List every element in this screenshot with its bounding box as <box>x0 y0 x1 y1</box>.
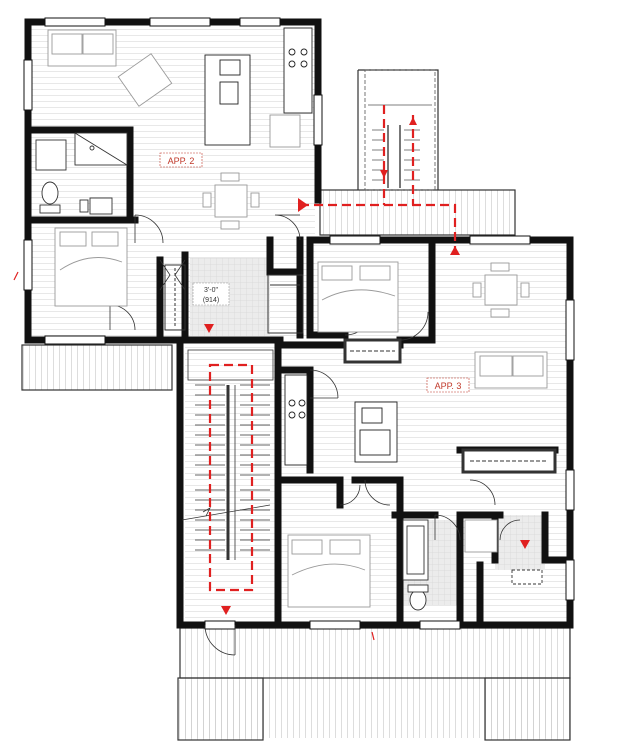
dimension-mm: (914) <box>203 297 219 304</box>
apt3-label: APP. 3 <box>435 381 462 391</box>
exterior-stair-deck <box>320 190 515 235</box>
furniture-apt3 <box>287 261 548 608</box>
exterior-stair <box>364 69 436 191</box>
furniture-apt2 <box>47 29 301 307</box>
bathroom-apt3 <box>402 519 543 611</box>
red-triangle-icon <box>204 117 530 615</box>
egress-route <box>208 105 457 592</box>
stair-landing-floor <box>185 340 280 620</box>
dimension-annotation: 3'-0" (914) <box>192 282 230 306</box>
dimension-ft: 3'-0" <box>204 287 218 294</box>
vestibule-chair <box>464 519 498 553</box>
apartment-labels: APP. 2 APP. 3 <box>159 152 470 393</box>
balcony-rear-decking <box>22 345 172 390</box>
windows <box>23 17 575 630</box>
closets <box>164 264 557 474</box>
dining-table-apt3 <box>484 274 518 306</box>
red-marks <box>13 271 375 641</box>
desk-apt2 <box>269 114 301 148</box>
porch-stairs-left <box>178 680 263 740</box>
kitchen-apt3 <box>284 374 398 466</box>
bathroom-apt2 <box>35 132 128 215</box>
porch-stairs-right <box>485 680 570 740</box>
vestibule-tile-floor <box>495 515 545 570</box>
apt2-label: APP. 2 <box>168 156 195 166</box>
walls <box>24 18 574 629</box>
door-swing-icon <box>109 214 521 656</box>
armchair-apt2 <box>117 53 173 107</box>
dining-table-apt2 <box>214 184 248 218</box>
kitchen-apt2 <box>204 27 313 146</box>
